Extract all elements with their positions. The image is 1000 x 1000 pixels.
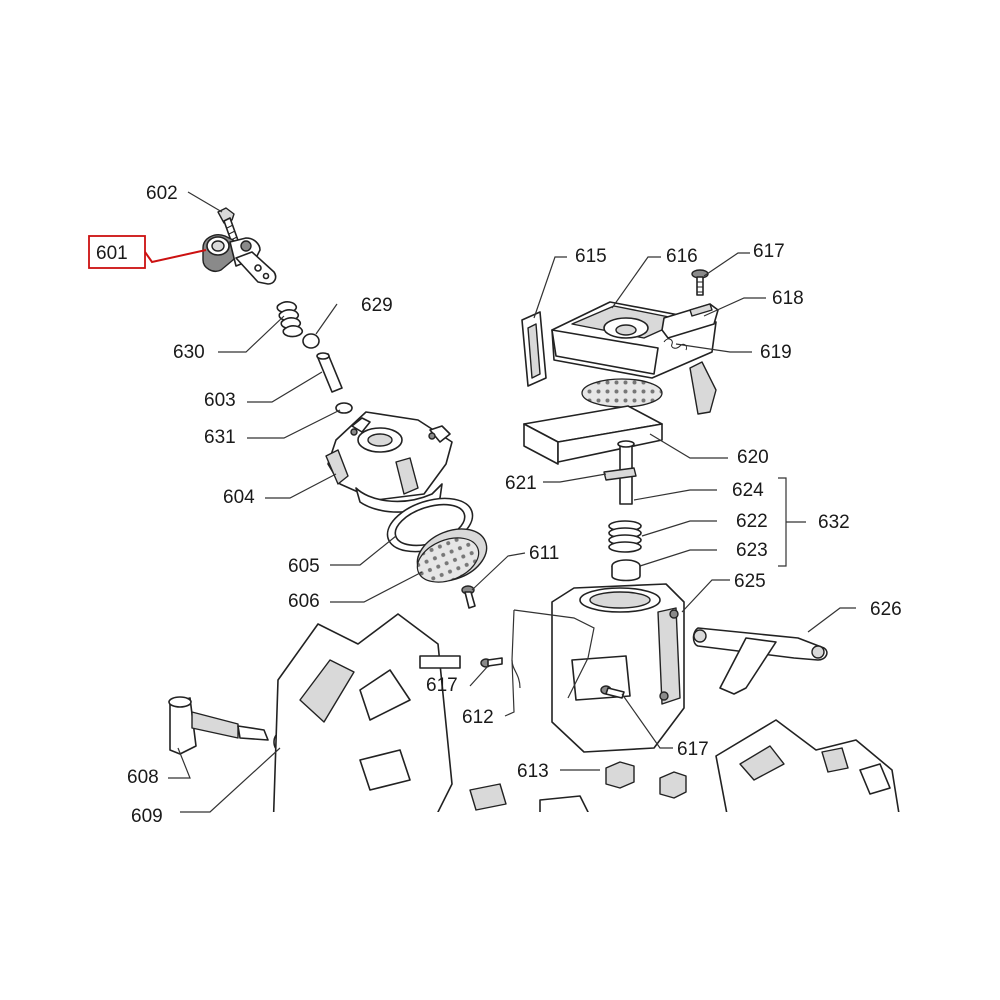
part-right-frame <box>715 719 900 812</box>
part-611-screw <box>461 585 476 609</box>
part-622-spring <box>608 520 642 553</box>
highlight-leader-601 <box>144 249 207 264</box>
callout-611: 611 <box>529 543 559 564</box>
callout-625: 625 <box>734 571 766 592</box>
callout-630: 630 <box>173 342 205 363</box>
part-620-tray <box>523 405 663 465</box>
bracket-632 <box>778 477 806 567</box>
callout-602: 602 <box>146 183 178 204</box>
part-623-cap <box>611 559 641 582</box>
callout-609: 609 <box>131 806 163 827</box>
part-601-lever <box>202 234 277 285</box>
part-624-shaft <box>603 440 637 505</box>
part-distribution-disc <box>581 378 663 408</box>
part-615-plate <box>521 311 547 387</box>
part-618-slider <box>661 303 719 339</box>
callout-615: 615 <box>575 246 607 267</box>
part-604-housing <box>325 411 453 513</box>
part-608-valve <box>168 696 287 755</box>
part-631-oring <box>335 402 353 414</box>
callout-612: 612 <box>462 707 494 728</box>
leader-lines <box>168 191 856 813</box>
callout-621: 621 <box>505 473 537 494</box>
callout-617-top: 617 <box>753 241 785 262</box>
callout-613: 613 <box>517 761 549 782</box>
part-613-nuts <box>605 761 687 799</box>
callout-616: 616 <box>666 246 698 267</box>
callout-608: 608 <box>127 767 159 788</box>
callout-605: 605 <box>288 556 320 577</box>
callout-617-mid: 617 <box>426 675 458 696</box>
part-625-chamber <box>551 583 685 753</box>
highlight-box-601 <box>88 235 146 269</box>
callout-629: 629 <box>361 295 393 316</box>
part-626-lever <box>692 627 828 695</box>
callout-632: 632 <box>818 512 850 533</box>
callout-624: 624 <box>732 480 764 501</box>
part-630-spring <box>276 301 304 338</box>
callout-618: 618 <box>772 288 804 309</box>
callout-626: 626 <box>870 599 902 620</box>
part-629-oring <box>302 333 320 349</box>
callout-603: 603 <box>204 390 236 411</box>
callout-620: 620 <box>737 447 769 468</box>
part-606-sieve <box>416 528 488 583</box>
callout-labels: 601 602 629 630 603 631 604 605 606 611 … <box>96 183 902 827</box>
callout-606: 606 <box>288 591 320 612</box>
part-617-screw-top <box>691 269 709 296</box>
part-617-screw-mid <box>480 657 503 668</box>
part-609-frame <box>272 613 589 812</box>
callout-631: 631 <box>204 427 236 448</box>
callout-604: 604 <box>223 487 255 508</box>
callout-619: 619 <box>760 342 792 363</box>
part-617-screw-low <box>600 685 625 699</box>
callout-623: 623 <box>736 540 768 561</box>
part-603-pin <box>316 352 343 393</box>
callout-601: 601 <box>96 243 128 264</box>
callout-617-low: 617 <box>677 739 709 760</box>
callout-622: 622 <box>736 511 768 532</box>
